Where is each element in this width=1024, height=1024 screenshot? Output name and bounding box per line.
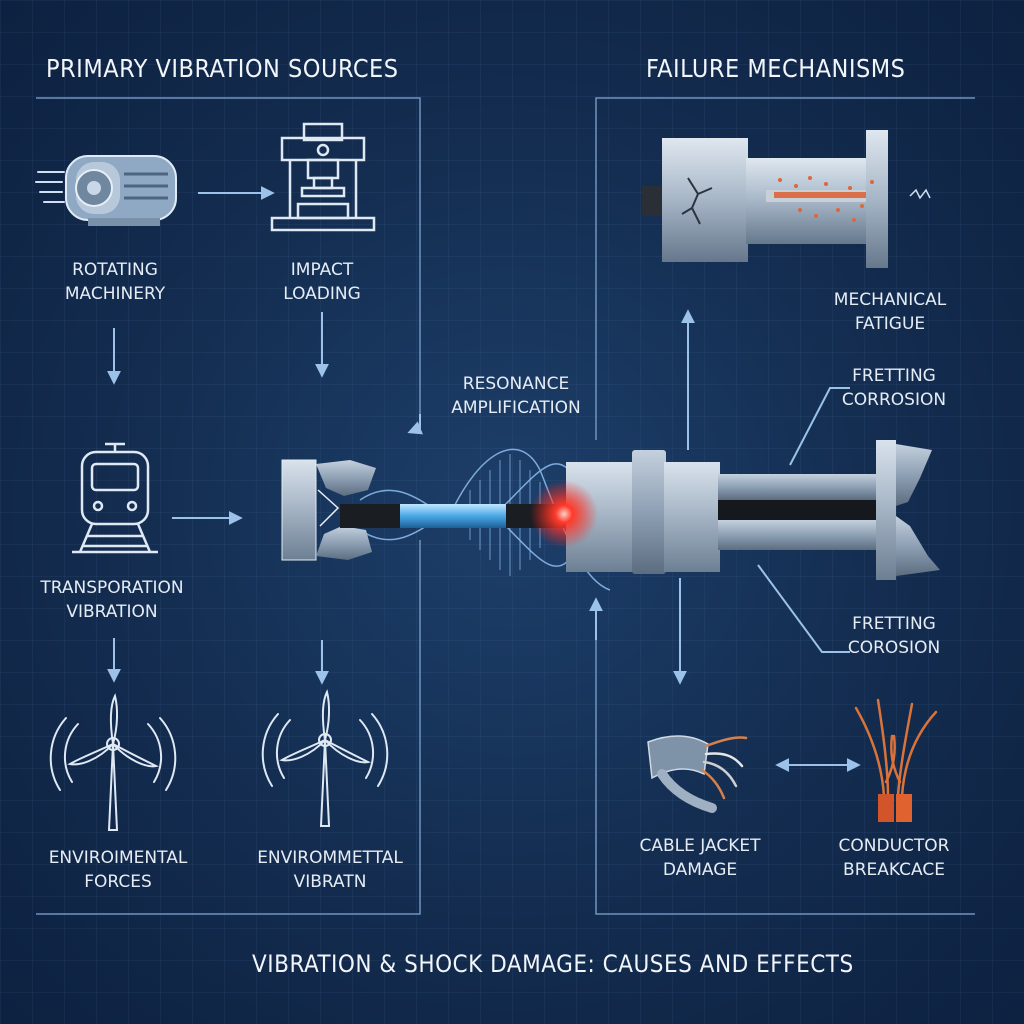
right-panel-frame — [595, 97, 975, 915]
damaged-cable-icon — [647, 735, 748, 813]
wind-turbine-icon — [261, 689, 389, 827]
broken-conductor-icon — [854, 698, 938, 822]
wind-turbine-icon — [49, 693, 177, 831]
leader-fretting-2 — [757, 564, 850, 653]
mechanical-fatigue-illustration — [642, 130, 931, 268]
impact-press-icon — [270, 122, 376, 232]
heading-failure-mechanisms: FAILURE MECHANISMS — [646, 54, 906, 83]
heading-primary-sources: PRIMARY VIBRATION SOURCES — [46, 54, 399, 83]
cable-assembly-illustration — [281, 440, 940, 591]
heading-causes-effects: VIBRATION & SHOCK DAMAGE: CAUSES AND EFF… — [252, 950, 854, 978]
rotating-machinery-icon — [35, 155, 177, 226]
arrow-frame-to-center — [407, 414, 423, 435]
train-icon — [72, 442, 158, 554]
leader-fretting-1 — [789, 387, 850, 466]
left-panel-frame — [36, 97, 421, 915]
